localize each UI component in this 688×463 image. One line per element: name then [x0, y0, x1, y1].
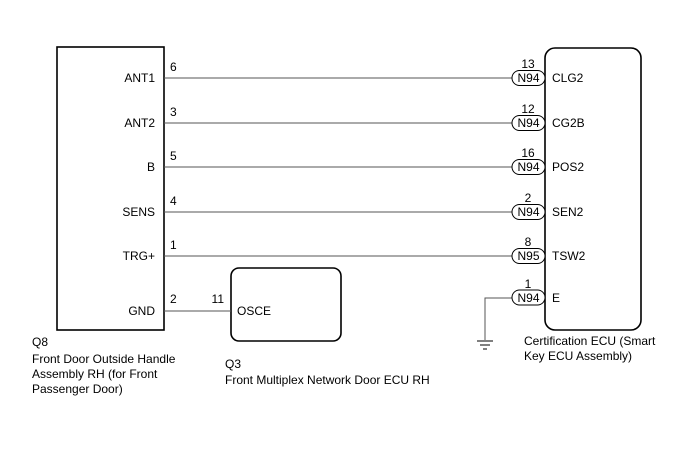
left-terminal-label: B — [147, 160, 155, 174]
connector-badge: N94 — [511, 159, 546, 175]
connector-badge: N95 — [511, 248, 546, 264]
left-pin-label: 6 — [170, 60, 177, 74]
middle-component-name: Front Multiplex Network Door ECU RH — [225, 373, 430, 387]
right-component-name-line-1: Certification ECU (Smart — [524, 334, 656, 348]
right-component-name-line-2: Key ECU Assembly) — [524, 349, 632, 363]
ground-connector-label: N94 — [517, 291, 539, 305]
left-pin-label: 5 — [170, 149, 177, 163]
right-terminal-label: CLG2 — [552, 71, 584, 85]
left-pin-label: 4 — [170, 194, 177, 208]
right-pin-label: 16 — [521, 146, 535, 160]
left-component-name-line-1: Front Door Outside Handle — [32, 352, 176, 366]
left-component-name-line-3: Passenger Door) — [32, 382, 123, 396]
middle-component-box — [230, 267, 342, 342]
ground-wire — [484, 297, 512, 340]
osce-terminal-label: OSCE — [237, 304, 271, 318]
right-terminal-label: TSW2 — [552, 249, 586, 263]
left-pin-label: 3 — [170, 105, 177, 119]
connector-label: N94 — [517, 160, 539, 174]
right-component-box — [544, 47, 642, 331]
gnd-pin-label: 2 — [170, 292, 177, 306]
gnd-terminal-label: GND — [128, 304, 155, 318]
left-terminal-label: TRG+ — [123, 249, 155, 263]
connector-badge: N94 — [511, 204, 546, 220]
middle-component-code: Q3 — [225, 357, 241, 371]
left-terminal-label: SENS — [122, 205, 155, 219]
ground-symbol — [477, 340, 493, 350]
ground-terminal-label: E — [552, 291, 560, 305]
ground-pin-label: 1 — [525, 277, 532, 291]
left-terminal-label: ANT1 — [124, 71, 155, 85]
left-pin-label: 1 — [170, 238, 177, 252]
osce-pin-label: 11 — [212, 292, 225, 306]
right-pin-label: 12 — [521, 102, 535, 116]
left-terminal-label: ANT2 — [124, 116, 155, 130]
right-terminal-label: POS2 — [552, 160, 584, 174]
left-component-box — [56, 46, 165, 331]
connector-label: N94 — [517, 205, 539, 219]
right-pin-label: 8 — [525, 235, 532, 249]
connector-badge: N94 — [511, 115, 546, 131]
right-terminal-label: CG2B — [552, 116, 585, 130]
connector-badge: N94 — [511, 70, 546, 86]
connector-label: N94 — [517, 116, 539, 130]
right-terminal-label: SEN2 — [552, 205, 584, 219]
right-pin-label: 2 — [525, 191, 532, 205]
connector-label: N95 — [517, 249, 539, 263]
connector-label: N94 — [517, 71, 539, 85]
left-component-code: Q8 — [32, 335, 48, 349]
right-pin-label: 13 — [521, 57, 535, 71]
left-component-name-line-2: Assembly RH (for Front — [32, 367, 158, 381]
ground-connector-badge: N94 — [511, 289, 546, 306]
